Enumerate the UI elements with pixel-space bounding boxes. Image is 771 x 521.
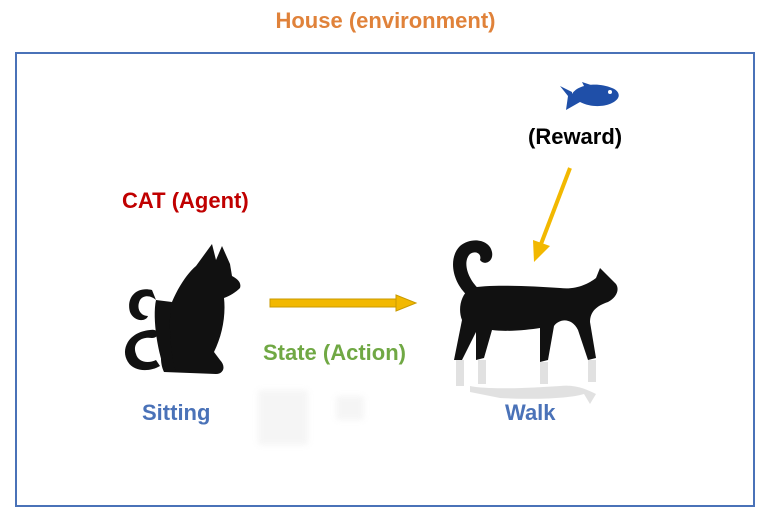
environment-title: House (environment) bbox=[275, 8, 496, 33]
faint-artifact bbox=[258, 390, 308, 445]
walk-state-label: Walk bbox=[505, 400, 556, 425]
agent-label: CAT (Agent) bbox=[122, 188, 249, 213]
environment-frame bbox=[15, 52, 755, 507]
faint-artifact bbox=[336, 396, 364, 420]
reward-label: (Reward) bbox=[528, 124, 623, 149]
sitting-state-label: Sitting bbox=[142, 400, 211, 425]
action-label: State (Action) bbox=[263, 340, 406, 365]
